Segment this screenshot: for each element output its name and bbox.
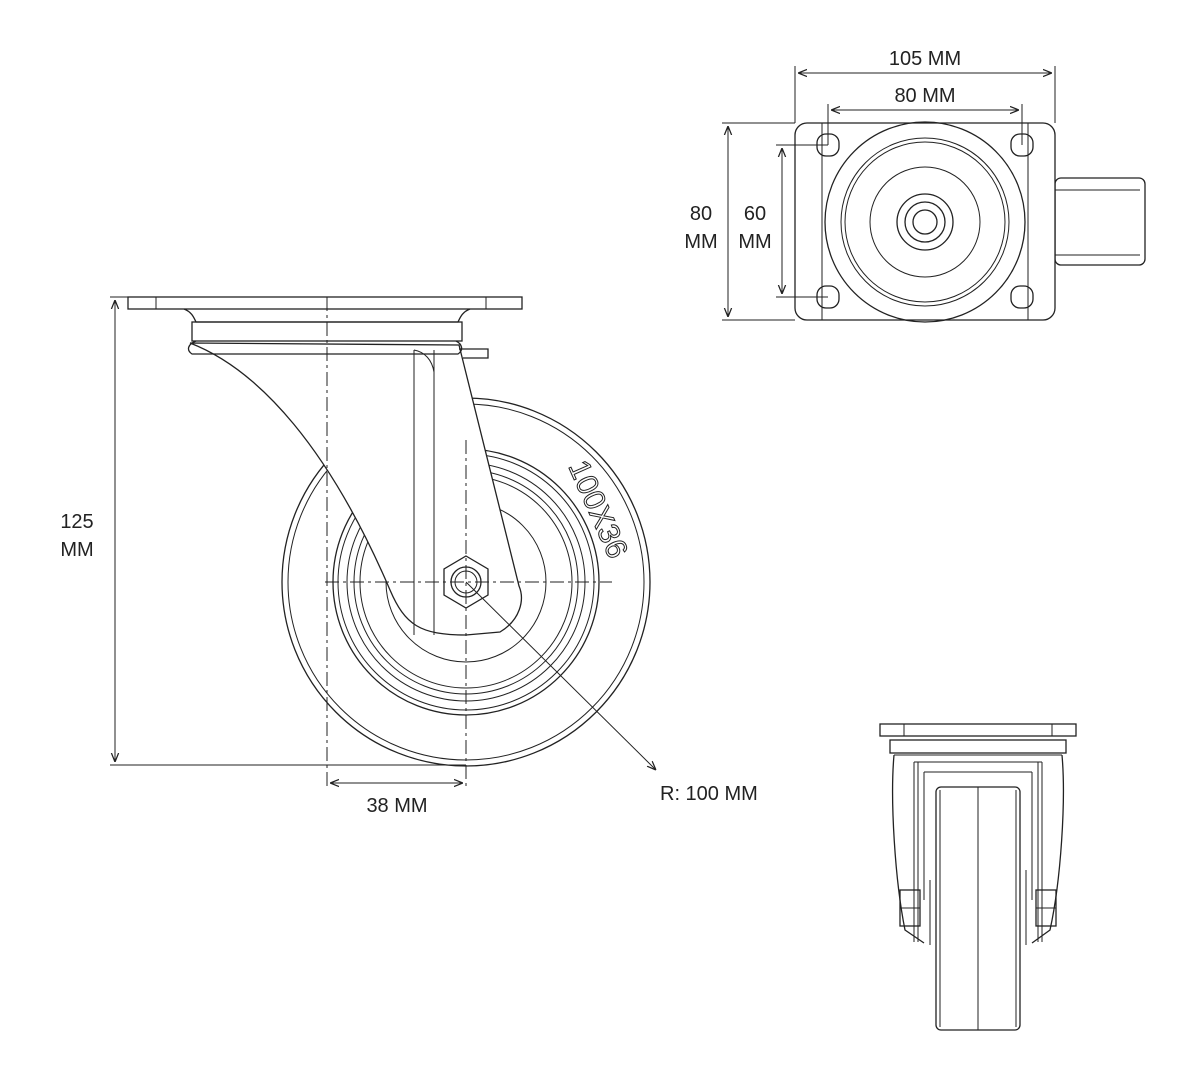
plate-width-label: 105 MM — [889, 48, 961, 70]
radius-leader — [465, 581, 656, 770]
plate-depth-unit: MM — [684, 231, 717, 253]
height-label: 125 — [60, 511, 93, 533]
hole-width-label: 80 MM — [894, 85, 955, 107]
offset-label: 38 MM — [366, 795, 427, 817]
height-unit: MM — [60, 539, 93, 561]
fork-body — [189, 342, 523, 636]
radius-label: R: 100 MM — [660, 783, 758, 805]
mounting-plate-side — [127, 296, 523, 310]
mount-hole — [1010, 285, 1034, 309]
plate-depth-label: 80 — [690, 203, 712, 225]
hole-depth-label: 60 — [744, 203, 766, 225]
front-view — [879, 723, 1077, 1031]
hole-depth-unit: MM — [738, 231, 771, 253]
mounting-plate-top — [794, 122, 1056, 321]
top-view: 105 MM 80 MM 80 MM 60 MM — [684, 48, 1146, 323]
side-view: 125 MM 38 MM R: 100 MM 100X36 — [60, 296, 758, 817]
